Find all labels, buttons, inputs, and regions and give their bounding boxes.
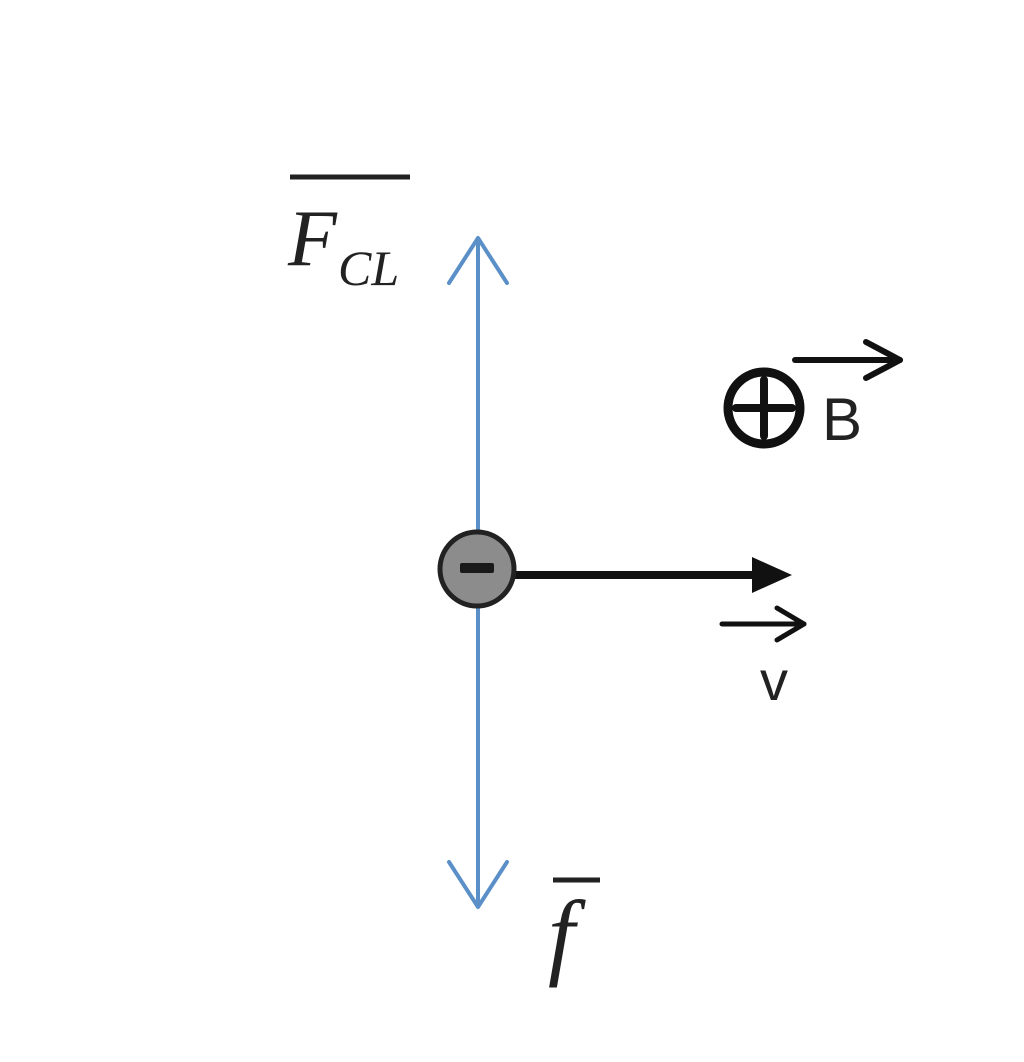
magnetic-field-label: B [822, 386, 862, 453]
friction-force-label: f [548, 881, 586, 988]
lorentz-force-subscript: CL [338, 240, 399, 296]
velocity-vector-arrow-icon [719, 605, 807, 643]
velocity-label: v [760, 649, 788, 712]
lorentz-force-arrow [447, 236, 509, 532]
velocity-arrow [515, 557, 792, 593]
negative-charge-icon [437, 529, 517, 609]
lorentz-force-label: F [287, 195, 338, 283]
circled-plus-icon [723, 367, 805, 449]
magnetic-field-vector-arrow-icon [792, 339, 903, 381]
friction-force-arrow [447, 603, 509, 909]
